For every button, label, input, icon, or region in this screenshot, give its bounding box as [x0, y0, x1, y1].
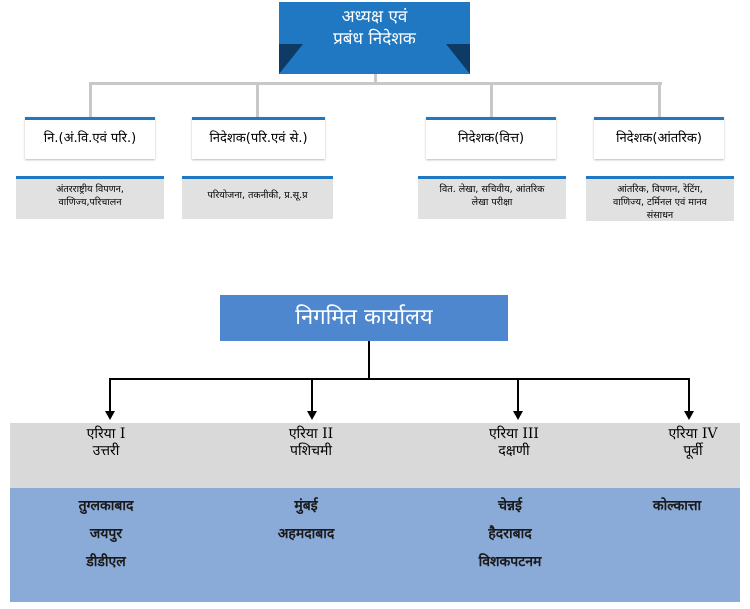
city-item: तुग्लकाबाद: [78, 498, 134, 514]
director-sub-4-line2: वाणिज्य, टर्मिनल एवं मानव: [613, 197, 707, 208]
city-list-3: चेन्नई हैदराबाद विशकपटनम: [430, 492, 590, 576]
corporate-office-box: निगमित कार्यालय: [220, 295, 508, 341]
area-region-1: उत्तरी: [92, 443, 120, 459]
branch-line-1: [89, 82, 92, 120]
city-item: अहमदाबाद: [277, 526, 335, 542]
areas-horizontal-line: [109, 378, 689, 380]
chairman-title: अध्यक्ष एवं प्रबंध निदेशक: [279, 6, 470, 50]
director-box-4: निदेशक(आंतरिक): [594, 117, 724, 159]
director-sub-box-3: वित. लेखा, सचिवीय, आंतरिक लेखा परीक्षा: [418, 176, 566, 219]
director-sub-1-line1: अंतरराष्ट्रीय विपणन,: [56, 184, 124, 195]
area-name-3: एरिया III: [489, 426, 539, 442]
director-sub-3-line2: लेखा परीक्षा: [471, 197, 513, 208]
director-sub-1-line2: वाणिज्य,परिचालन: [58, 197, 122, 208]
branch-line-3: [490, 82, 493, 120]
director-sub-4-line3: संसाधन: [646, 210, 674, 221]
director-sub-box-4: आंतरिक, विपणन, रेटिंग, वाणिज्य, टर्मिनल …: [586, 176, 734, 221]
area-arrow-line-2: [311, 378, 313, 412]
area-arrow-line-3: [517, 378, 519, 412]
director-title-4: निदेशक(आंतरिक): [616, 131, 702, 146]
city-item: डीडीएल: [86, 554, 126, 570]
city-list-1: तुग्लकाबाद जयपुर डीडीएल: [26, 492, 186, 576]
chairman-box: [279, 2, 470, 74]
branch-line-2: [256, 82, 259, 120]
director-sub-box-1: अंतरराष्ट्रीय विपणन, वाणिज्य,परिचालन: [16, 176, 164, 219]
top-horizontal-line: [90, 82, 662, 85]
director-title-3: निदेशक(वित्त): [457, 131, 525, 146]
area-arrowhead-1: [105, 411, 115, 420]
area-region-2: पशिचमी: [290, 443, 332, 459]
area-label-2: एरिया II पशिचमी: [236, 426, 386, 460]
area-region-3: दक्षणी: [498, 443, 530, 459]
director-box-2: निदेशक(परि.एवं से.): [192, 117, 325, 159]
chairman-box-fold-right: [446, 44, 470, 74]
city-item: कोल्कात्ता: [652, 498, 702, 514]
director-title-1: नि.(अं.वि.एवं परि.): [43, 131, 137, 146]
corporate-stem-line: [368, 341, 370, 379]
city-item: हैदराबाद: [488, 526, 532, 542]
city-band: [10, 488, 740, 602]
area-arrow-line-4: [688, 378, 690, 412]
area-arrowhead-3: [513, 411, 523, 420]
area-label-1: एरिया I उत्तरी: [31, 426, 181, 460]
area-region-4: पूर्वी: [683, 443, 703, 459]
area-label-4: एरिया IV पूर्वी: [618, 426, 750, 460]
chairman-title-line2: प्रबंध निदेशक: [333, 29, 416, 49]
city-item: चेन्नई: [498, 498, 522, 514]
director-title-2: निदेशक(परि.एवं से.): [209, 131, 308, 146]
director-sub-3-line1: वित. लेखा, सचिवीय, आंतरिक: [439, 184, 545, 195]
area-arrow-line-1: [109, 378, 111, 412]
corporate-office-title: निगमित कार्यालय: [295, 305, 433, 330]
top-stem-line: [374, 74, 377, 84]
city-item: विशकपटनम: [478, 554, 542, 570]
area-name-1: एरिया I: [86, 426, 126, 442]
area-label-3: एरिया III दक्षणी: [439, 426, 589, 460]
area-name-2: एरिया II: [288, 426, 334, 442]
area-name-4: एरिया IV: [668, 426, 718, 442]
city-item: मुंबई: [294, 498, 318, 514]
city-list-4: कोल्कात्ता: [597, 492, 750, 520]
chairman-title-line1: अध्यक्ष एवं: [341, 7, 408, 27]
director-box-1: नि.(अं.वि.एवं परि.): [25, 117, 155, 159]
director-sub-2-line1: परियोजना, तकनीकी, प्र.सू.प्र: [207, 190, 308, 201]
area-header-band: [10, 423, 740, 488]
director-sub-4-line1: आंतरिक, विपणन, रेटिंग,: [617, 184, 703, 195]
area-arrowhead-4: [684, 411, 694, 420]
branch-line-4: [658, 82, 661, 120]
chairman-box-fold-left: [279, 44, 303, 74]
director-sub-box-2: परियोजना, तकनीकी, प्र.सू.प्र: [182, 176, 333, 219]
director-box-3: निदेशक(वित्त): [426, 117, 556, 159]
area-arrowhead-2: [307, 411, 317, 420]
city-item: जयपुर: [89, 526, 123, 542]
city-list-2: मुंबई अहमदाबाद: [226, 492, 386, 548]
